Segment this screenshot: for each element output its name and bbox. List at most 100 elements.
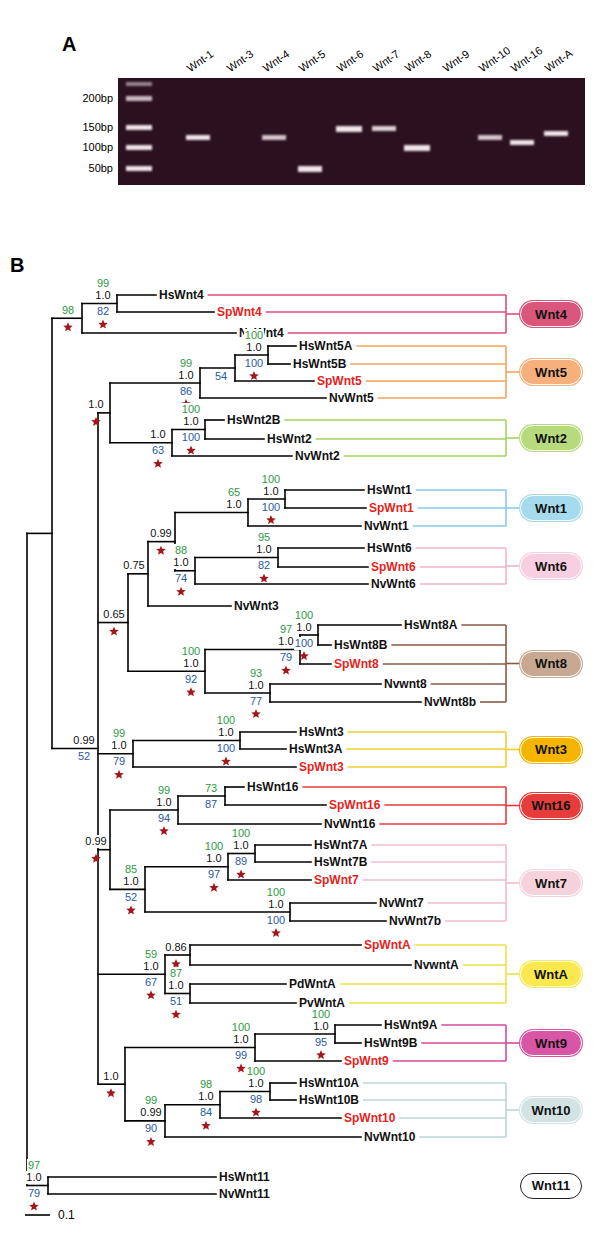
taxon-label: HsWnt7A bbox=[314, 838, 367, 852]
tree-branch bbox=[52, 317, 82, 319]
clade-bracket bbox=[356, 345, 506, 347]
clade-name: WntA bbox=[534, 967, 568, 982]
size-label: 150bp bbox=[82, 121, 113, 134]
tree-branch bbox=[27, 533, 52, 535]
lane-label: Wnt-5 bbox=[297, 48, 328, 75]
taxon-label: NvWnt10 bbox=[364, 1130, 415, 1144]
support-value: 1.0 bbox=[177, 369, 194, 382]
support-star bbox=[236, 1064, 246, 1073]
taxon-label: NvWnt2 bbox=[295, 449, 340, 463]
taxon-label: NvWnt1 bbox=[364, 519, 409, 533]
clade-bracket bbox=[208, 294, 506, 296]
tree-branch bbox=[290, 920, 386, 922]
support-value: 100 bbox=[181, 431, 201, 444]
support-star bbox=[159, 826, 169, 835]
clade-bracket bbox=[340, 983, 506, 985]
clade-badge: Wnt7 bbox=[520, 870, 582, 896]
scale-bar bbox=[25, 1214, 50, 1216]
tree-branch bbox=[269, 1083, 271, 1100]
ladder-band bbox=[126, 125, 152, 130]
support-star bbox=[266, 515, 276, 524]
support-value: 1.0 bbox=[182, 415, 199, 428]
tree-branch bbox=[204, 420, 206, 439]
clade-bracket bbox=[441, 1024, 506, 1026]
support-value: 97 bbox=[207, 868, 221, 881]
clade-bracket bbox=[480, 701, 506, 703]
taxon-label: HsWnt9A bbox=[384, 1018, 437, 1032]
support-value: 0.99 bbox=[149, 527, 172, 540]
tree-branch bbox=[51, 318, 53, 748]
support-value: 84 bbox=[199, 1106, 213, 1119]
taxon-label: HsWnt10A bbox=[299, 1076, 359, 1090]
taxon-label: HsWnt7B bbox=[314, 855, 367, 869]
support-star bbox=[209, 883, 219, 892]
tree-branch bbox=[177, 796, 179, 824]
clade-badge: Wnt11 bbox=[520, 1173, 582, 1199]
gel-band bbox=[404, 145, 430, 151]
taxon-label: HsWnt10B bbox=[299, 1093, 359, 1107]
taxon-label: HsWnt2B bbox=[227, 413, 280, 427]
tree-branch bbox=[148, 541, 175, 543]
lane-label: Wnt-10 bbox=[477, 44, 514, 75]
support-value: 100 bbox=[261, 501, 281, 514]
tree-branch bbox=[248, 525, 361, 527]
lane-label: Wnt-7 bbox=[371, 48, 402, 75]
taxon-label: SpWntA bbox=[364, 938, 411, 952]
tree-branch bbox=[268, 363, 290, 365]
clade-bracket bbox=[284, 419, 506, 421]
tree-branch bbox=[255, 844, 311, 846]
support-star bbox=[156, 546, 166, 555]
clade-badge: Wnt3 bbox=[520, 737, 582, 763]
support-star bbox=[126, 905, 136, 914]
tree-branch bbox=[285, 507, 366, 509]
gel-band bbox=[262, 135, 286, 140]
support-star bbox=[271, 928, 281, 937]
support-value: 0.99 bbox=[84, 835, 107, 848]
taxon-label: HsWnt5B bbox=[293, 357, 346, 371]
taxon-label: SpWnt3 bbox=[299, 760, 344, 774]
clade-bracket bbox=[420, 583, 506, 585]
clade-bracket bbox=[344, 455, 506, 457]
clade-bracket bbox=[431, 683, 506, 685]
lane-label: Wnt-1 bbox=[185, 48, 216, 75]
taxon-label: HsWnt16 bbox=[247, 780, 298, 794]
taxon-label: SpWnt8 bbox=[334, 657, 379, 671]
taxon-label: SpWnt16 bbox=[329, 798, 380, 812]
tree-branch bbox=[205, 419, 224, 421]
support-value: 1.0 bbox=[87, 398, 104, 411]
support-value: 51 bbox=[169, 995, 183, 1008]
support-value: 1.0 bbox=[155, 796, 172, 809]
clade-bracket bbox=[393, 1060, 506, 1062]
support-star bbox=[114, 770, 124, 779]
support-value: 63 bbox=[151, 444, 165, 457]
tree-branch bbox=[285, 489, 364, 491]
lane-label: Wnt-8 bbox=[403, 48, 434, 75]
support-value: 54 bbox=[214, 370, 228, 383]
taxon-label: HsWnt9B bbox=[364, 1036, 417, 1050]
tree-branch bbox=[255, 1060, 341, 1062]
tree-branch bbox=[171, 430, 173, 457]
clade-badge: Wnt8 bbox=[520, 651, 582, 677]
support-value: 1.0 bbox=[197, 1090, 214, 1103]
panel-letter: B bbox=[10, 254, 24, 276]
gel-band bbox=[478, 135, 502, 140]
clade-bracket bbox=[445, 920, 506, 922]
tree-branch bbox=[148, 605, 231, 607]
support-value: 99 bbox=[234, 1049, 248, 1062]
clade-bracket bbox=[363, 1082, 506, 1084]
clade-bracket bbox=[378, 397, 506, 399]
support-value: 92 bbox=[184, 673, 198, 686]
support-value: 0.99 bbox=[72, 734, 95, 747]
gel-image bbox=[118, 78, 585, 185]
tree-branch bbox=[318, 644, 331, 646]
tree-branch bbox=[116, 295, 118, 312]
tree-branch bbox=[227, 854, 229, 881]
support-value: 98 bbox=[61, 304, 75, 317]
clade-badge: Wnt5 bbox=[520, 359, 582, 385]
support-value: 79 bbox=[279, 651, 293, 664]
tree-branch bbox=[81, 304, 83, 334]
taxon-label: HsWnt2 bbox=[267, 432, 312, 446]
clade-bracket bbox=[506, 805, 520, 807]
clade-bracket bbox=[371, 844, 506, 846]
tree-branch bbox=[189, 945, 191, 965]
